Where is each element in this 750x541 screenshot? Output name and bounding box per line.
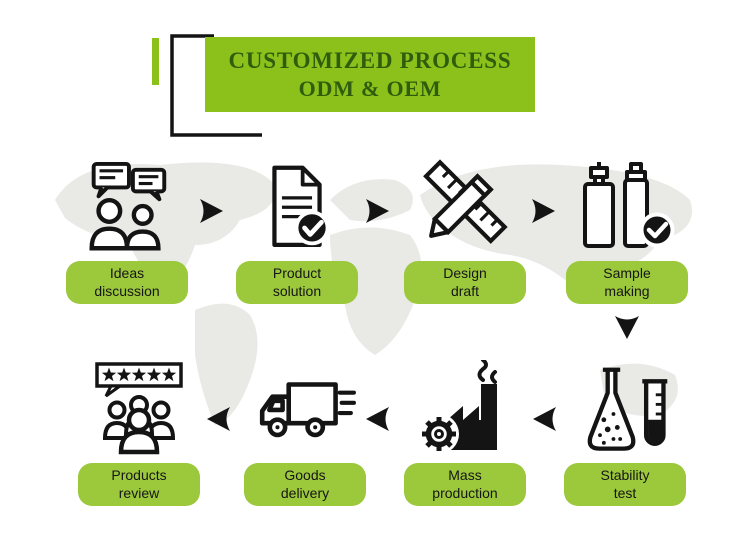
step-label-stability-test: Stability test bbox=[564, 463, 686, 506]
pencil-ruler-icon bbox=[398, 148, 532, 254]
step-goods-delivery: Goods delivery bbox=[238, 350, 372, 506]
step-mass-production: Mass production bbox=[398, 350, 532, 506]
discussion-icon bbox=[60, 148, 194, 254]
arrow-left-icon bbox=[530, 404, 560, 434]
customer-review-icon bbox=[72, 350, 206, 456]
title-banner: CUSTOMIZED PROCESS ODM & OEM bbox=[205, 37, 535, 112]
title-line1: CUSTOMIZED PROCESS bbox=[228, 47, 512, 73]
step-product-solution: Product solution bbox=[230, 148, 364, 304]
document-check-icon bbox=[230, 148, 364, 254]
step-label-sample-making: Sample making bbox=[566, 261, 688, 304]
arrow-down-icon bbox=[612, 312, 642, 342]
arrow-right-icon bbox=[196, 196, 226, 226]
step-label-goods-delivery: Goods delivery bbox=[244, 463, 366, 506]
step-label-mass-production: Mass production bbox=[404, 463, 526, 506]
arrow-right-icon bbox=[528, 196, 558, 226]
title-line2: ODM & OEM bbox=[298, 75, 442, 101]
step-ideas-discussion: Ideas discussion bbox=[60, 148, 194, 304]
green-accent-bar bbox=[152, 38, 159, 85]
step-sample-making: Sample making bbox=[560, 148, 694, 304]
step-design-draft: Design draft bbox=[398, 148, 532, 304]
delivery-truck-icon bbox=[238, 350, 372, 456]
flask-test-tube-icon bbox=[558, 350, 692, 456]
step-label-product-solution: Product solution bbox=[236, 261, 358, 304]
step-label-design-draft: Design draft bbox=[404, 261, 526, 304]
step-label-products-review: Products review bbox=[78, 463, 200, 506]
arrow-left-icon bbox=[204, 404, 234, 434]
arrow-right-icon bbox=[362, 196, 392, 226]
step-label-ideas-discussion: Ideas discussion bbox=[66, 261, 188, 304]
spray-bottles-check-icon bbox=[560, 148, 694, 254]
factory-gear-icon bbox=[398, 350, 532, 456]
step-stability-test: Stability test bbox=[558, 350, 692, 506]
arrow-left-icon bbox=[363, 404, 393, 434]
bracket-line bbox=[170, 34, 262, 137]
step-products-review: Products review bbox=[72, 350, 206, 506]
